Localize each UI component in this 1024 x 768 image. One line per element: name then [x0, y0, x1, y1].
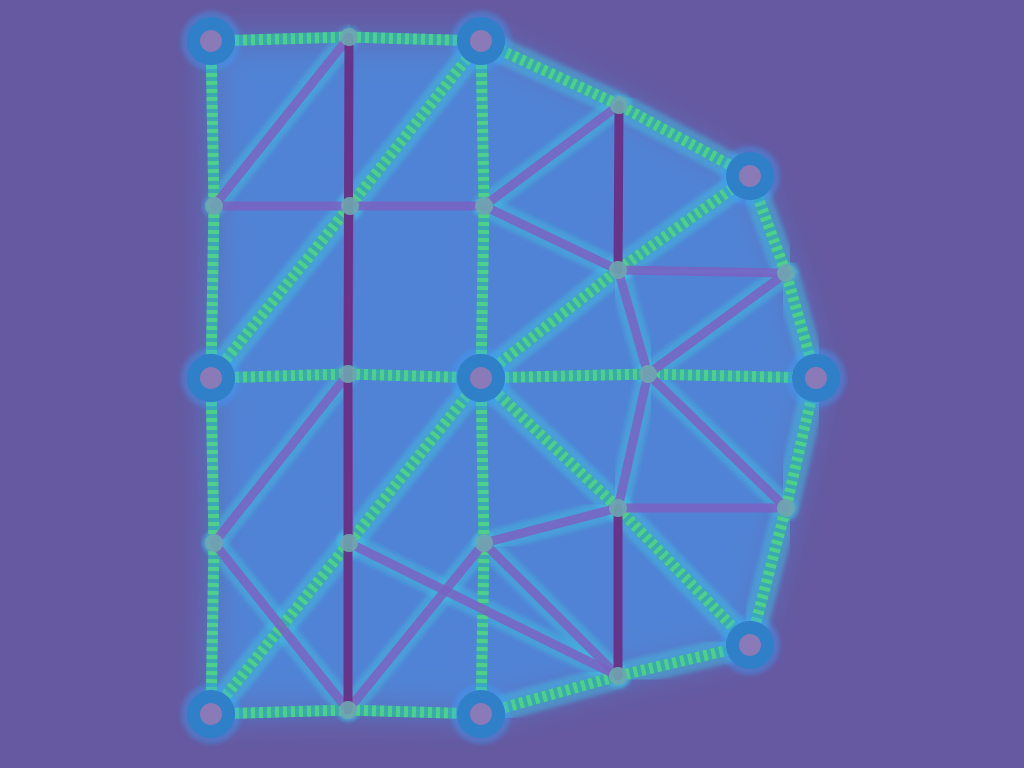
edge-soft	[344, 538, 623, 681]
edge-soft	[209, 32, 354, 211]
mid-node	[609, 667, 627, 685]
edge-soft	[479, 100, 624, 211]
edge-tick-dash	[347, 368, 482, 384]
edge-soft	[209, 538, 353, 715]
edge-tick-dash	[348, 31, 482, 47]
edge-tick-dash	[477, 265, 622, 383]
mid-node	[777, 264, 795, 282]
node-inner	[200, 703, 222, 725]
node-inner	[470, 703, 492, 725]
node-inner	[739, 165, 761, 187]
node-inner	[200, 30, 222, 52]
edge-deep	[613, 100, 624, 275]
edge-tick-dash	[614, 171, 754, 275]
edge-soft	[643, 369, 791, 513]
edge-tick-dash	[345, 37, 486, 210]
mid-node	[475, 534, 493, 552]
node-layer	[181, 11, 846, 744]
edge-tick-base	[475, 372, 624, 514]
node-inner	[470, 30, 492, 52]
edge-soft	[613, 265, 791, 278]
mid-node	[475, 197, 493, 215]
edge-tick-dash	[347, 704, 482, 720]
node-inner	[739, 634, 761, 656]
node-inner	[805, 367, 827, 389]
edge-soft	[479, 201, 623, 275]
mid-node	[341, 197, 359, 215]
mid-node	[777, 499, 795, 517]
mid-node	[610, 96, 628, 114]
mid-node	[609, 261, 627, 279]
node-inner	[200, 367, 222, 389]
edge-soft	[209, 369, 353, 548]
edge-soft	[479, 538, 623, 681]
mid-node	[340, 28, 358, 46]
mid-node	[609, 499, 627, 517]
edge-tick-dash	[478, 36, 622, 110]
edge-tick-dash	[744, 174, 792, 275]
mid-node	[205, 534, 223, 552]
edge-tick-base	[612, 502, 756, 651]
edge-tick-dash	[210, 31, 350, 47]
edge-soft	[613, 265, 653, 379]
edge-soft	[343, 538, 489, 715]
edge-tick-dash	[206, 202, 355, 382]
node-inner	[470, 367, 492, 389]
edge-soft	[643, 268, 791, 379]
mid-node	[639, 365, 657, 383]
mid-node	[339, 365, 357, 383]
mid-node	[340, 534, 358, 552]
edge-tick-dash	[210, 368, 349, 384]
edge-tick-dash	[344, 374, 486, 547]
edge-soft	[479, 503, 623, 548]
mid-node	[205, 197, 223, 215]
edge-tick-dash	[210, 704, 349, 720]
mid-node	[339, 701, 357, 719]
edge-tick-dash	[780, 376, 822, 510]
edge-soft	[613, 369, 653, 513]
